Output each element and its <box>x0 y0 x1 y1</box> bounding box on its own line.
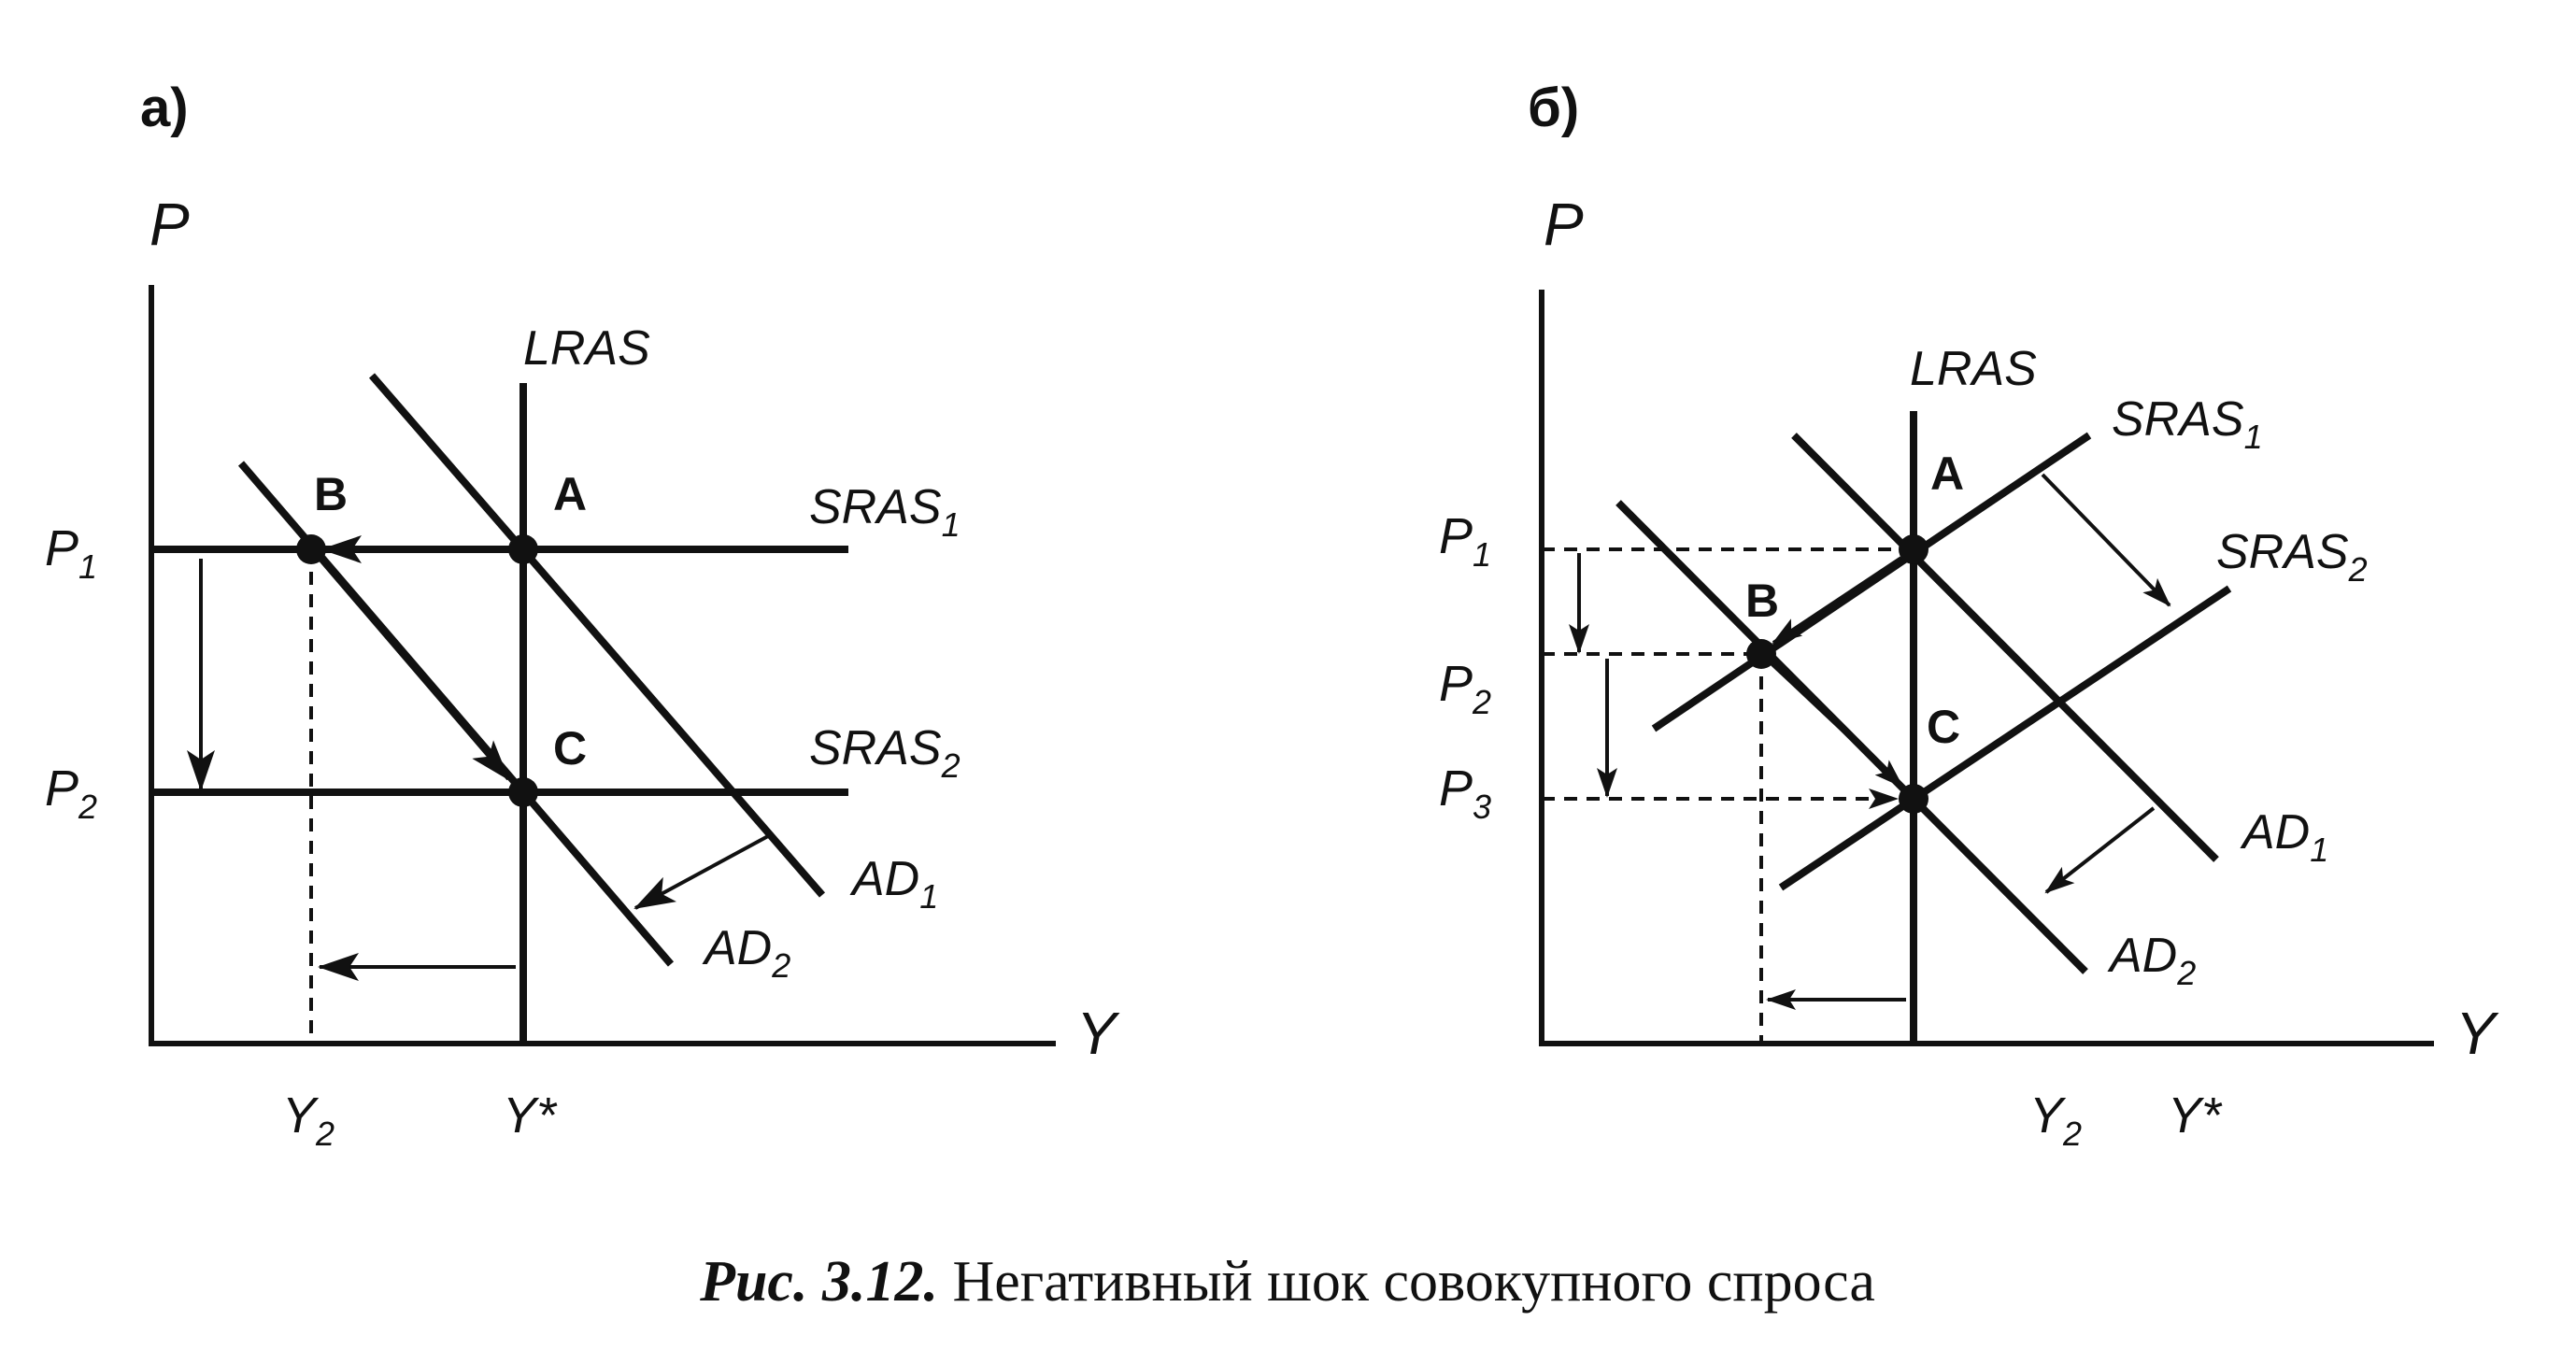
panel-a-y-axis-label: Y <box>1076 1000 1120 1067</box>
panel-b-label: б) <box>1528 78 1579 138</box>
panel-b-point-c <box>1899 784 1928 814</box>
figure-caption-number: Рис. 3.12. <box>699 1250 938 1314</box>
panel-b-ystar-label: Y* <box>2168 1087 2223 1144</box>
panel-b-p3-label: P3 <box>1439 760 1491 826</box>
panel-b: б) P Y LRAS SRAS1 SRAS2 AD1 AD2 <box>1439 78 2499 1153</box>
panel-b-sras1-label: SRAS1 <box>2112 392 2263 456</box>
panel-b-arrow-sras-shift <box>2041 473 2171 607</box>
panel-b-sras1-line <box>1651 432 2092 732</box>
panel-b-arrow-b-to-c <box>1759 652 1904 789</box>
panel-a-p-axis-label: P <box>149 191 190 258</box>
panel-b-sras2-line <box>1778 585 2232 891</box>
panel-a-point-b-label: B <box>314 468 348 520</box>
panel-b-arrow-a-to-b <box>1772 556 1903 645</box>
panel-b-p1-label: P1 <box>1439 508 1491 574</box>
panel-b-y2-label: Y2 <box>2029 1087 2082 1153</box>
panel-b-ad1-label: AD1 <box>2240 805 2328 869</box>
panel-b-p2-label: P2 <box>1439 656 1491 721</box>
panel-b-point-c-label: C <box>1927 701 1960 753</box>
panel-a-y2-label: Y2 <box>282 1087 334 1153</box>
panel-a-sras1-label: SRAS1 <box>809 480 961 544</box>
panel-a-arrow-ad-shift <box>633 834 769 910</box>
panel-a: а) P Y LRAS SRAS1 SRAS2 AD1 AD2 A <box>45 78 1120 1153</box>
panel-b-p-axis-label: P <box>1544 191 1584 258</box>
panel-a-point-a-label: A <box>553 468 587 520</box>
panel-a-ystar-label: Y* <box>503 1087 558 1144</box>
panel-b-point-b <box>1746 639 1776 669</box>
panel-a-point-c-label: C <box>553 722 587 774</box>
panel-b-ad1-line <box>1791 433 2219 862</box>
panel-a-lras-label: LRAS <box>523 321 650 376</box>
panel-a-point-c <box>508 777 538 807</box>
panel-a-ad1-line <box>368 373 826 898</box>
panel-b-point-a-label: A <box>1930 448 1964 500</box>
panel-b-point-a <box>1899 534 1928 564</box>
panel-b-arrow-ad-shift <box>2044 806 2156 894</box>
panel-a-ad2-label: AD2 <box>702 921 790 985</box>
panel-b-lras-label: LRAS <box>1910 342 2037 396</box>
panel-a-point-a <box>508 534 538 564</box>
panel-a-label: а) <box>140 78 189 138</box>
figure-caption-text: Негативный шок совокупного спроса <box>938 1250 1875 1314</box>
panel-b-sras2-label: SRAS2 <box>2216 525 2368 589</box>
panel-a-p2-label: P2 <box>45 760 97 826</box>
panel-b-point-b-label: B <box>1745 575 1779 627</box>
panel-b-ad2-label: AD2 <box>2107 929 2196 992</box>
panel-a-point-b <box>296 534 326 564</box>
panel-a-p1-label: P1 <box>45 520 97 586</box>
panel-a-arrow-b-to-c <box>309 547 510 781</box>
figure-caption: Рис. 3.12. Негативный шок совокупного сп… <box>699 1250 1875 1314</box>
panel-b-y-axis-label: Y <box>2455 1000 2499 1067</box>
panel-a-sras2-label: SRAS2 <box>809 721 961 785</box>
panel-a-ad1-label: AD1 <box>849 852 938 916</box>
